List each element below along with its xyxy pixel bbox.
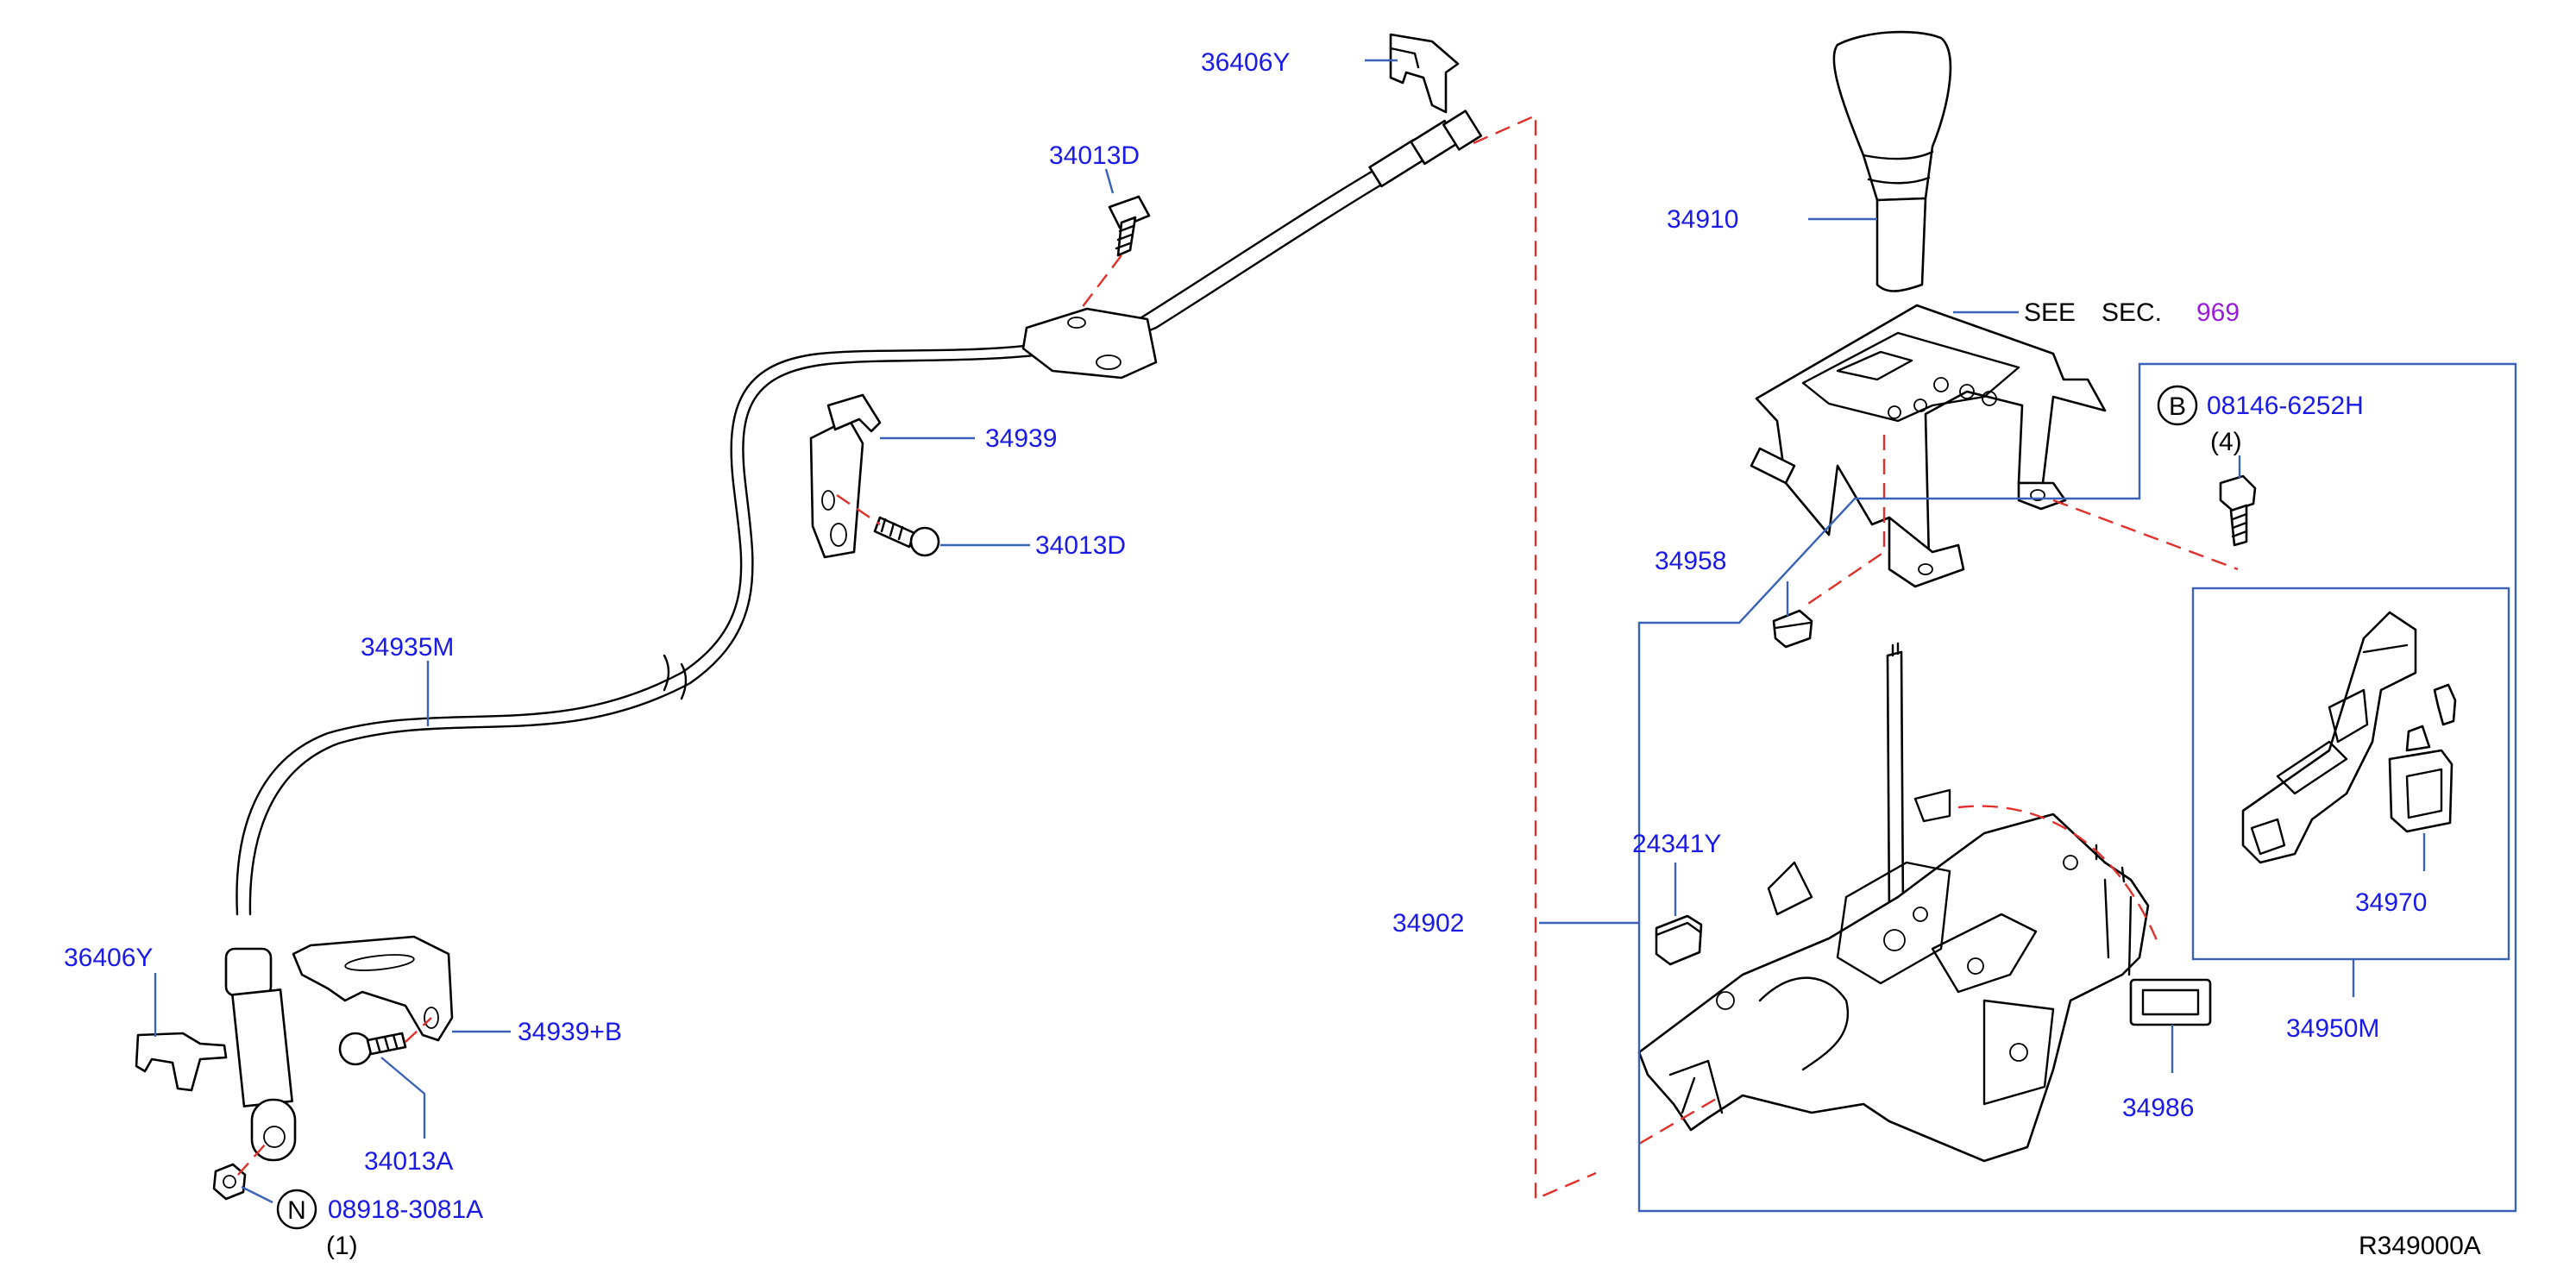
box-34902: [1637, 362, 2517, 1213]
bracket-34939: [809, 393, 882, 559]
leader-34013A: [380, 1057, 426, 1139]
section-number: 969: [2196, 298, 2240, 327]
clip-36406Y-top: [1389, 33, 1460, 114]
part-number-34935M: 34935M: [361, 633, 454, 662]
quantity-08146: (4): [2210, 428, 2242, 456]
bolt-34013A: [338, 1032, 407, 1066]
leader-08918: [241, 1185, 273, 1204]
guide-assembly-lower: [1638, 1094, 1723, 1145]
bracket-34939B: [292, 935, 454, 1042]
part-number-08146: 08146-6252H: [2207, 392, 2364, 420]
connector-24341Y: [1655, 914, 1703, 966]
guide-bolt-top: [1078, 254, 1122, 313]
bolt-08146: [2219, 474, 2257, 547]
svg-text:N: N: [287, 1196, 306, 1225]
clip-34958: [1772, 609, 1813, 649]
quantity-08918: (1): [326, 1232, 358, 1260]
part-number-34986: 34986: [2122, 1094, 2194, 1122]
guide-assembly-arc: [1957, 805, 2158, 941]
nut-08918: [212, 1163, 247, 1201]
box-34950M: [2191, 587, 2510, 961]
badge-N: N: [276, 1189, 317, 1230]
indicator-housing: [1750, 304, 2107, 588]
guide-cable-to-selector: [1473, 114, 1597, 1201]
guide-bolt-mid: [836, 494, 881, 525]
switch-34970: [2388, 725, 2453, 833]
guide-housing-bolt: [2052, 499, 2239, 571]
badge-B: B: [2157, 385, 2198, 426]
part-number-34950M: 34950M: [2286, 1014, 2379, 1043]
bolt-34013D-top: [1108, 195, 1151, 257]
control-cable: [224, 110, 1483, 1162]
guide-housing-clip: [1802, 435, 1886, 608]
part-number-34013D-top: 34013D: [1049, 141, 1140, 170]
leader-34013D-top: [1104, 168, 1115, 194]
see-label: SEE: [2024, 298, 2076, 327]
sec-label: SEC.: [2102, 298, 2162, 327]
knob-34910: [1832, 30, 1952, 292]
part-number-34013A: 34013A: [364, 1147, 453, 1176]
part-number-34958: 34958: [1655, 547, 1726, 575]
bolt-34013D-mid: [873, 516, 940, 557]
part-number-34939B: 34939+B: [518, 1018, 622, 1046]
part-number-34939: 34939: [985, 424, 1057, 453]
part-number-24341Y: 24341Y: [1632, 830, 1721, 858]
part-number-34970: 34970: [2355, 888, 2427, 917]
base-assembly-34902: [1637, 642, 2150, 1163]
part-number-36406Y-left: 36406Y: [64, 944, 153, 972]
reference-code: R349000A: [2359, 1232, 2481, 1260]
guide-bracket-B: [405, 1017, 432, 1043]
part-number-34910: 34910: [1667, 205, 1738, 234]
guide-nut: [237, 1143, 267, 1176]
part-number-34013D-mid: 34013D: [1035, 531, 1126, 560]
interlock-unit-34950M: [2241, 611, 2417, 864]
svg-text:B: B: [2169, 392, 2186, 421]
part-number-08918: 08918-3081A: [328, 1195, 483, 1224]
pin-34950M: [2433, 683, 2457, 726]
part-number-34902: 34902: [1392, 909, 1464, 938]
clip-36406Y-left: [135, 1032, 228, 1092]
part-number-36406Y-top: 36406Y: [1201, 48, 1290, 77]
plate-34986: [2129, 978, 2212, 1026]
